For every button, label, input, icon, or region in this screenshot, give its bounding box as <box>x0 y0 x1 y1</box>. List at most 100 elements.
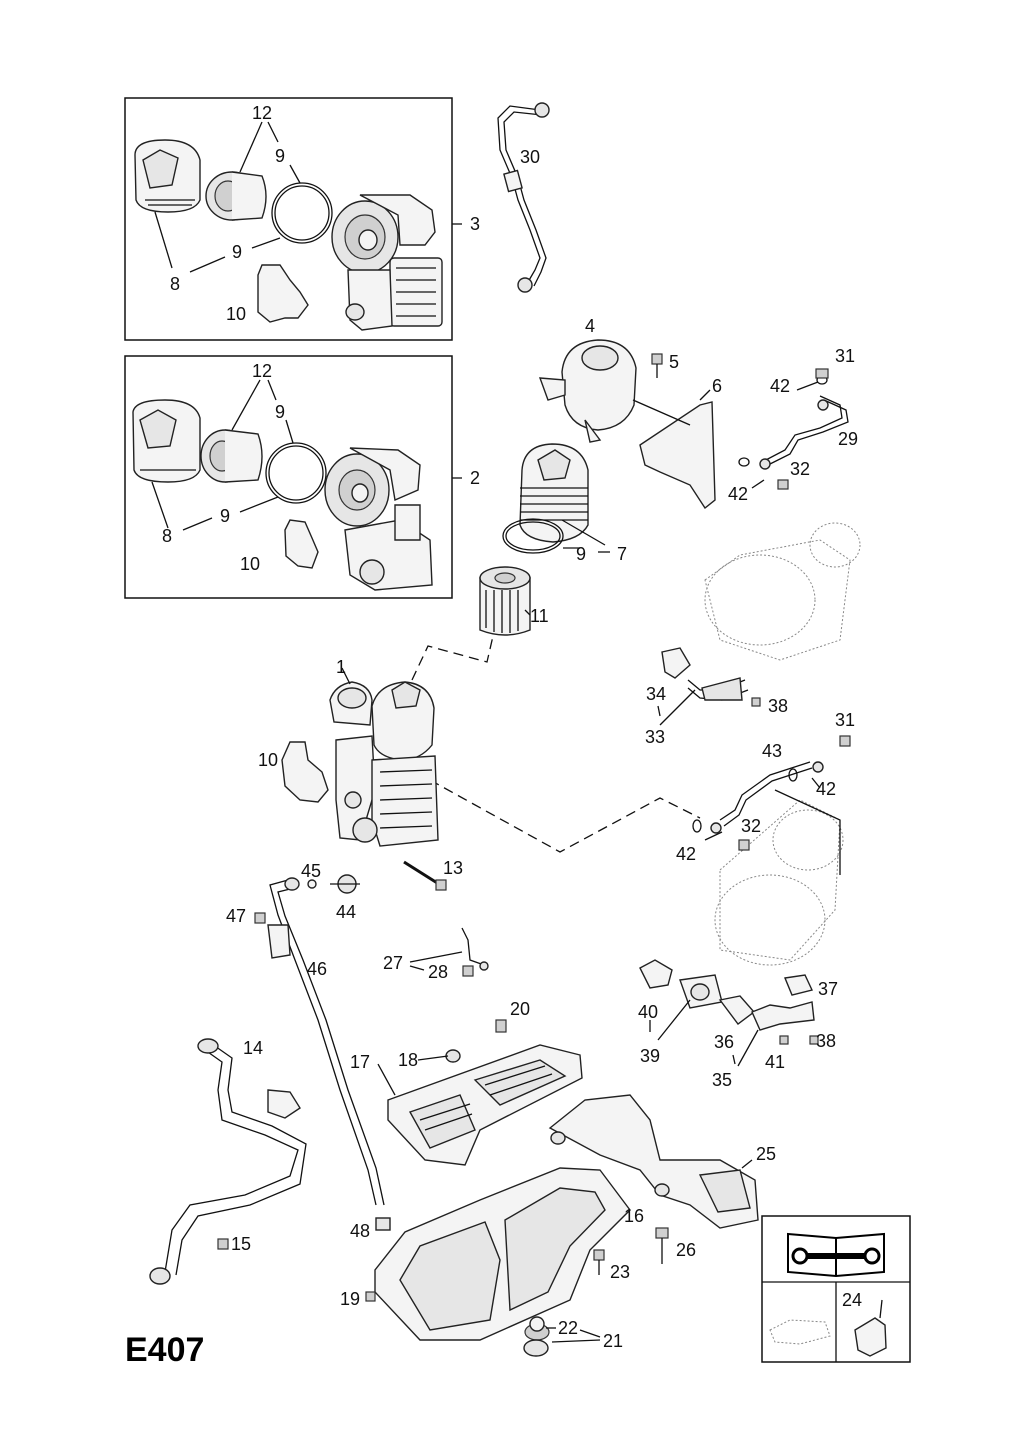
callout-39: 39 <box>640 1046 660 1066</box>
callout-14: 14 <box>243 1038 263 1058</box>
drain-plug-21 <box>523 1339 549 1357</box>
oil-pan-outline-icon <box>769 1319 831 1345</box>
filter-cover-7 <box>519 443 589 543</box>
callout-15: 15 <box>231 1234 251 1254</box>
filter-cover-4 <box>538 339 637 443</box>
callout-44: 44 <box>336 902 356 922</box>
callout-41: 41 <box>765 1052 785 1072</box>
callout-labels: 12 9 3 9 8 10 30 12 9 2 9 8 10 4 5 6 31 … <box>162 103 862 1351</box>
callout-38-low: 38 <box>816 1031 836 1051</box>
oil-pipe-29 <box>738 368 849 490</box>
bracket-6 <box>639 401 716 510</box>
callout-28: 28 <box>428 962 448 982</box>
callout-19: 19 <box>340 1289 360 1309</box>
o-ring-9-main <box>502 518 564 554</box>
oil-pan-16 <box>374 1167 631 1341</box>
callout-21: 21 <box>603 1331 623 1351</box>
callout-10-main: 10 <box>258 750 278 770</box>
oil-pump-25 <box>548 1094 759 1229</box>
oil-filter-housing-2 <box>324 447 433 591</box>
oil-filter-housing-1 <box>329 681 439 847</box>
callout-26: 26 <box>676 1240 696 1260</box>
callout-25: 25 <box>756 1144 776 1164</box>
diagram-code: E407 <box>125 1331 204 1369</box>
callout-16: 16 <box>624 1206 644 1226</box>
callout-48: 48 <box>350 1221 370 1241</box>
callout-36: 36 <box>714 1032 734 1052</box>
callout-34: 34 <box>646 684 666 704</box>
bolt-5 <box>651 353 663 378</box>
callout-12-top: 12 <box>252 103 272 123</box>
gasket-10-main <box>281 741 329 803</box>
callout-24: 24 <box>842 1290 862 1310</box>
callout-23: 23 <box>610 1262 630 1282</box>
oil-return-pipe-35 <box>718 974 819 1045</box>
callout-1: 1 <box>336 657 346 677</box>
callout-37: 37 <box>818 979 838 999</box>
callout-8-mid: 8 <box>162 526 172 546</box>
callout-9-mid-a: 9 <box>275 402 285 422</box>
oil-filter-cap-8-variant <box>132 399 201 483</box>
inset-box-variant-2 <box>124 355 462 599</box>
callout-5: 5 <box>669 352 679 372</box>
callout-31-mid: 31 <box>835 710 855 730</box>
callout-9-main: 9 <box>576 544 586 564</box>
callout-20: 20 <box>510 999 530 1019</box>
callout-32-mid: 32 <box>741 816 761 836</box>
oil-return-pipe-39 <box>639 959 723 1009</box>
callout-42-top-a: 42 <box>770 376 790 396</box>
bolt-26 <box>655 1227 669 1264</box>
callout-10-mid: 10 <box>240 554 260 574</box>
callout-13: 13 <box>443 858 463 878</box>
callout-40: 40 <box>638 1002 658 1022</box>
callout-38-top: 38 <box>768 696 788 716</box>
callout-9-top-b: 9 <box>232 242 242 262</box>
callout-10-top: 10 <box>226 304 246 324</box>
callout-46: 46 <box>307 959 327 979</box>
bolt-20 <box>495 1019 507 1033</box>
oil-filter-element-11 <box>479 566 531 636</box>
dipstick-tube-46 <box>267 877 385 1206</box>
gasket-10 <box>257 264 309 323</box>
dipstick-44 <box>330 874 360 894</box>
callout-42-mid-a: 42 <box>816 779 836 799</box>
callout-9-mid-b: 9 <box>220 506 230 526</box>
turbocharger-reference-upper <box>704 522 861 661</box>
callout-29: 29 <box>838 429 858 449</box>
callout-35: 35 <box>712 1070 732 1090</box>
o-ring-9 <box>271 182 333 244</box>
callout-3: 3 <box>470 214 480 234</box>
bolt-47 <box>254 912 266 924</box>
oil-filter-element-12 <box>205 171 267 221</box>
bolt-28 <box>462 965 474 977</box>
oil-return-pipe-33 <box>661 647 761 707</box>
turbocharger-reference-lower <box>714 789 844 966</box>
callout-45: 45 <box>301 861 321 881</box>
callout-7: 7 <box>617 544 627 564</box>
breather-hose-14 <box>149 1038 307 1285</box>
callout-22: 22 <box>558 1318 578 1338</box>
callout-9-top-a: 9 <box>275 146 285 166</box>
seal-48 <box>375 1217 391 1231</box>
callout-42-mid-b: 42 <box>676 844 696 864</box>
callout-2: 2 <box>470 468 480 488</box>
o-ring-45 <box>307 879 317 889</box>
oil-filter-cap-8 <box>134 139 201 213</box>
callout-33: 33 <box>645 727 665 747</box>
washer-22 <box>529 1316 545 1332</box>
callout-17: 17 <box>350 1052 370 1072</box>
callout-4: 4 <box>585 316 595 336</box>
callout-11: 11 <box>530 606 549 626</box>
callout-31-top: 31 <box>835 346 855 366</box>
oil-filter-element-12-variant <box>200 429 263 483</box>
oil-pipe-43 <box>692 735 851 851</box>
bracket-27 <box>461 927 489 971</box>
oil-baffle-plate-17 <box>387 1044 583 1166</box>
callout-43: 43 <box>762 741 782 761</box>
callout-12-mid: 12 <box>252 361 272 381</box>
o-ring-9-variant <box>265 442 327 504</box>
callout-6: 6 <box>712 376 722 396</box>
inset-box-variant-3 <box>124 97 462 341</box>
callout-42-top-b: 42 <box>728 484 748 504</box>
